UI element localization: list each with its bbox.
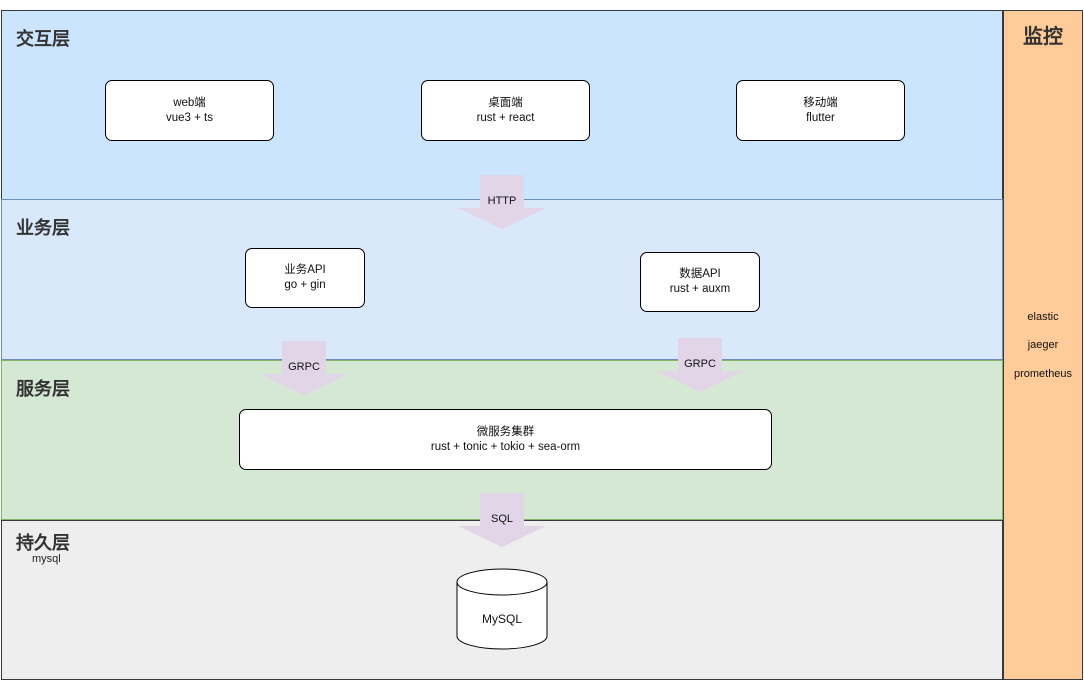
business-api-node: 业务API go + gin bbox=[245, 248, 365, 308]
grpc-arrow-right: GRPC bbox=[656, 338, 744, 392]
mobile-client-tech: flutter bbox=[806, 111, 835, 124]
http-arrow: HTTP bbox=[458, 175, 546, 229]
web-client-tech: vue3 + ts bbox=[166, 111, 213, 124]
business-api-title: 业务API bbox=[284, 264, 326, 276]
web-client-title: web端 bbox=[173, 96, 206, 109]
mysql-database-cylinder: MySQL bbox=[456, 568, 548, 650]
web-client-node: web端 vue3 + ts bbox=[105, 80, 274, 141]
mobile-client-title: 移动端 bbox=[803, 96, 838, 109]
grpc-arrow-left-label: GRPC bbox=[288, 361, 320, 373]
grpc-arrow-right-label: GRPC bbox=[684, 358, 716, 370]
monitor-title: 监控 bbox=[1023, 24, 1063, 48]
persistence-layer-title: 持久层 bbox=[16, 533, 70, 554]
data-api-tech: rust + auxm bbox=[669, 283, 731, 295]
data-api-node: 数据API rust + auxm bbox=[640, 252, 760, 312]
monitor-item-prometheus: prometheus bbox=[1013, 368, 1073, 380]
persistence-layer-subtitle: mysql bbox=[32, 553, 61, 565]
interaction-layer-title: 交互层 bbox=[16, 29, 70, 50]
desktop-client-node: 桌面端 rust + react bbox=[421, 80, 590, 141]
service-layer-title: 服务层 bbox=[16, 379, 70, 400]
grpc-arrow-left: GRPC bbox=[260, 341, 348, 395]
sql-arrow: SQL bbox=[458, 493, 546, 547]
monitor-item-jaeger: jaeger bbox=[1027, 339, 1059, 351]
data-api-title: 数据API bbox=[679, 268, 721, 280]
desktop-client-tech: rust + react bbox=[476, 111, 535, 124]
mobile-client-node: 移动端 flutter bbox=[736, 80, 905, 141]
desktop-client-title: 桌面端 bbox=[488, 96, 523, 109]
monitor-item-elastic: elastic bbox=[1027, 311, 1059, 323]
sql-arrow-label: SQL bbox=[490, 513, 513, 525]
business-layer-title: 业务层 bbox=[16, 218, 70, 239]
mysql-database-label: MySQL bbox=[481, 612, 522, 626]
business-api-tech: go + gin bbox=[284, 279, 326, 291]
microservice-cluster-tech: rust + tonic + tokio + sea-orm bbox=[430, 440, 581, 453]
microservice-cluster-title: 微服务集群 bbox=[476, 425, 535, 438]
microservice-cluster-node: 微服务集群 rust + tonic + tokio + sea-orm bbox=[239, 409, 772, 470]
monitor-panel: 监控 elastic jaeger prometheus bbox=[1003, 10, 1083, 680]
http-arrow-label: HTTP bbox=[487, 195, 517, 207]
